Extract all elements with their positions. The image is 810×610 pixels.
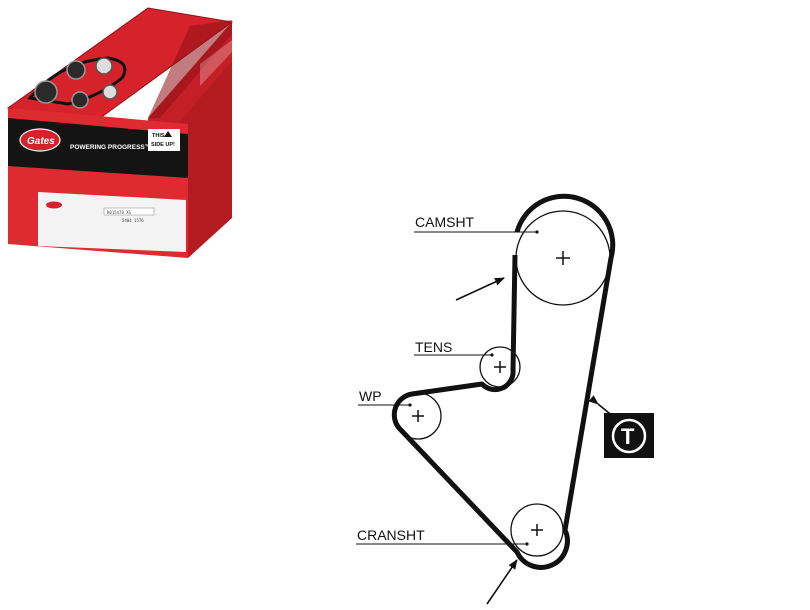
label-camsht-text: CAMSHT [415,214,475,230]
tensioner-badge: T [588,395,654,458]
side-up-line2: SIDE UP! [151,142,175,148]
box-pulley-picture [27,56,127,109]
side-up-line1: THIS [152,133,165,139]
pulley-cransht [510,503,564,557]
pulley-tens [479,346,521,388]
rotation-arrow-icon [486,559,518,605]
label-camsht: CAMSHT [414,214,539,234]
belt-route-icon [391,193,616,570]
label-tens-text: TENS [415,339,452,355]
this-side-up-sticker: THIS SIDE UP! [148,129,180,151]
up-arrow-icon [164,131,172,137]
pulley-camsht [515,210,611,306]
box-label-code1: K015478 XS [107,210,132,215]
box-label-code2: 5404 1576 [122,218,144,223]
label-wp-text: WP [359,388,382,404]
label-cransht-text: CRANSHT [357,527,425,543]
label-cransht: CRANSHT [356,527,529,546]
box-label-panel [38,192,186,252]
box-brand-text: Gates [27,136,55,147]
pulley-wp [394,392,442,440]
gates-logo: Gates [19,128,61,152]
label-tens: TENS [414,339,494,357]
label-logo-icon [46,201,62,209]
product-box-image: Gates POWERING PROGRESS™ THIS SIDE UP! K… [6,7,234,258]
label-wp: WP [358,388,412,407]
box-tagline: POWERING PROGRESS™ [70,144,151,151]
tensioner-badge-letter: T [621,424,635,449]
rotation-arrow-icon [455,277,505,301]
